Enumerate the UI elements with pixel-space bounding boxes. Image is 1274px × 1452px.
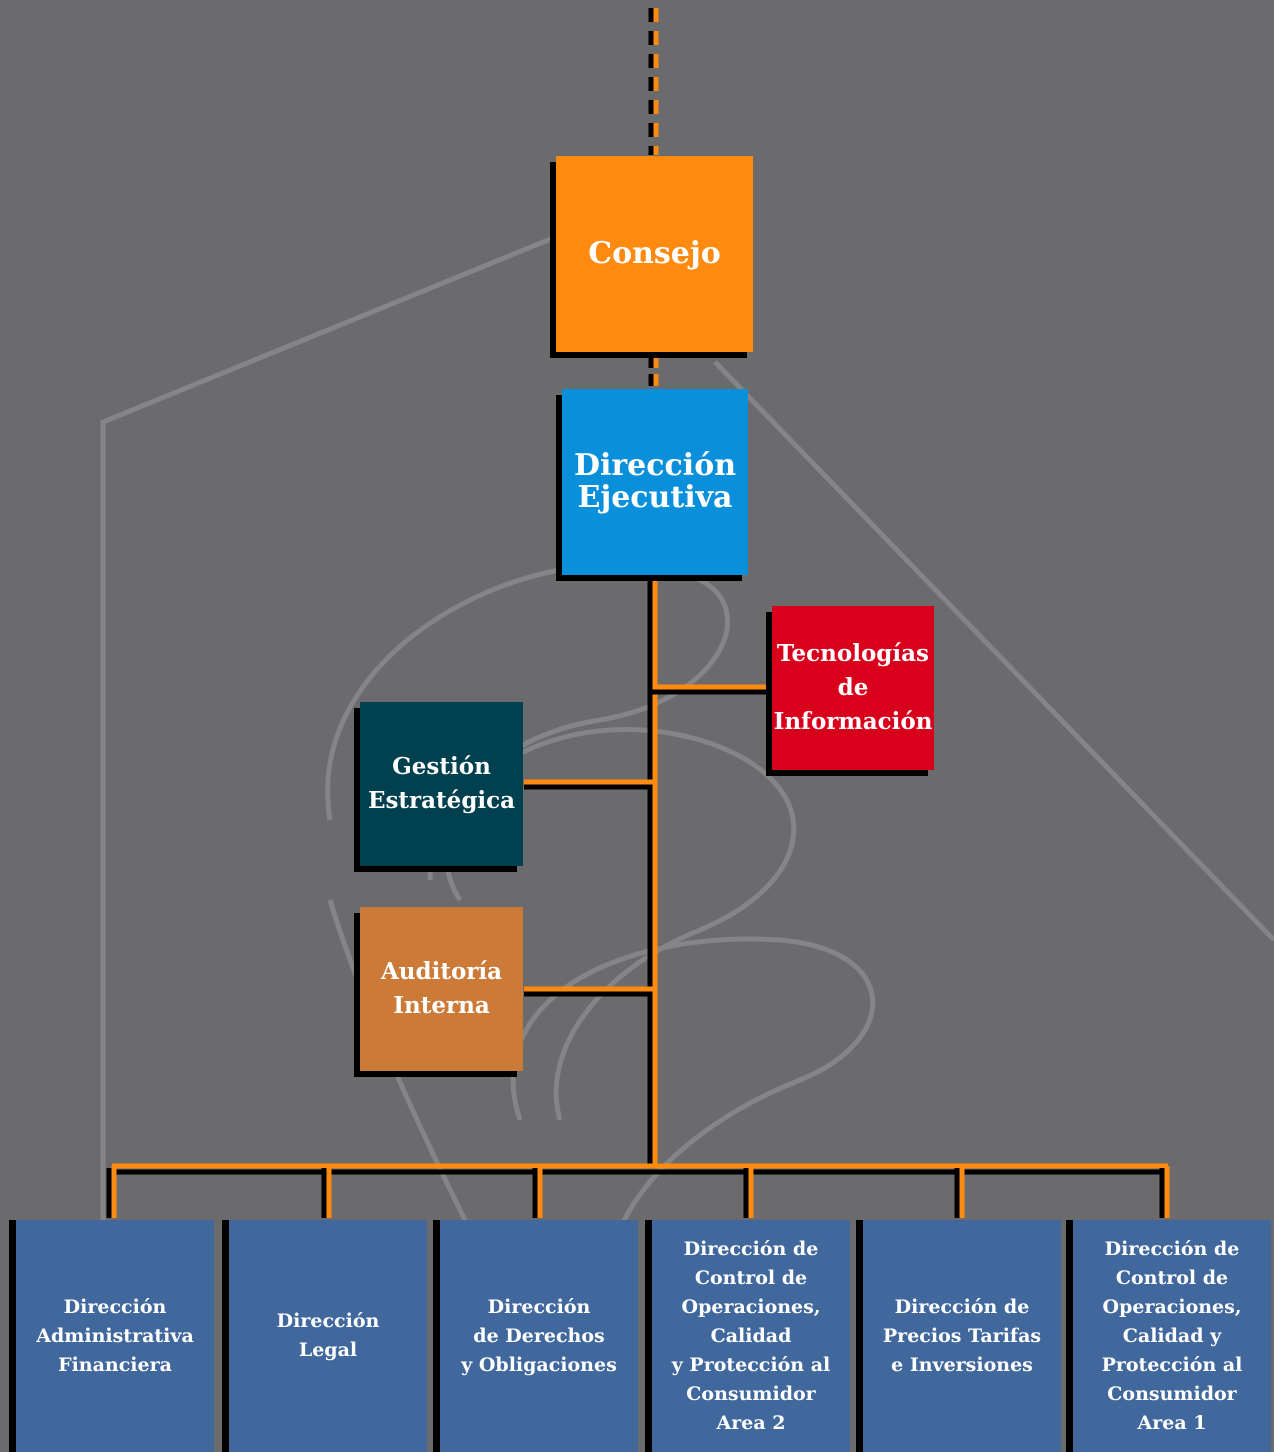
node-consejo-label: Consejo <box>588 236 721 271</box>
bus-drops <box>106 1166 1170 1218</box>
dashed-connector-middle <box>648 356 659 386</box>
node-auditoria-interna: Auditoría Interna <box>360 907 523 1071</box>
node-direccion-control-area2: Dirección de Control de Operaciones, Cal… <box>652 1220 850 1452</box>
dashed-connector-top <box>648 8 659 155</box>
node-direccion-derechos-label: Dirección de Derechos y Obligaciones <box>461 1295 617 1376</box>
node-direccion-derechos: Dirección de Derechos y Obligaciones <box>440 1220 638 1452</box>
node-tecnologias: Tecnologías de Información <box>772 606 934 770</box>
node-direccion-administrativa: Dirección Administrativa Financiera <box>16 1220 214 1452</box>
node-direccion-ejecutiva-label: Dirección Ejecutiva <box>573 448 737 515</box>
node-tecnologias-label: Tecnologías de Información <box>773 640 933 735</box>
node-direccion-legal-label: Dirección Legal <box>276 1310 380 1361</box>
node-direccion-precios-label: Dirección de Precios Tarifas e Inversion… <box>882 1295 1042 1376</box>
node-auditoria-interna-label: Auditoría Interna <box>380 958 503 1019</box>
node-direccion-control-area1-label: Dirección de Control de Operaciones, Cal… <box>1101 1237 1243 1434</box>
node-direccion-precios: Dirección de Precios Tarifas e Inversion… <box>863 1220 1061 1452</box>
node-direccion-ejecutiva: Dirección Ejecutiva <box>562 389 748 575</box>
node-consejo: Consejo <box>556 156 753 352</box>
node-gestion-estrategica: Gestión Estratégica <box>360 702 523 866</box>
node-direccion-administrativa-label: Dirección Administrativa Financiera <box>36 1295 194 1376</box>
node-direccion-control-area2-label: Dirección de Control de Operaciones, Cal… <box>671 1237 831 1434</box>
node-gestion-estrategica-label: Gestión Estratégica <box>367 753 516 814</box>
node-direccion-legal: Dirección Legal <box>229 1220 427 1452</box>
node-direccion-control-area1: Dirección de Control de Operaciones, Cal… <box>1073 1220 1271 1452</box>
